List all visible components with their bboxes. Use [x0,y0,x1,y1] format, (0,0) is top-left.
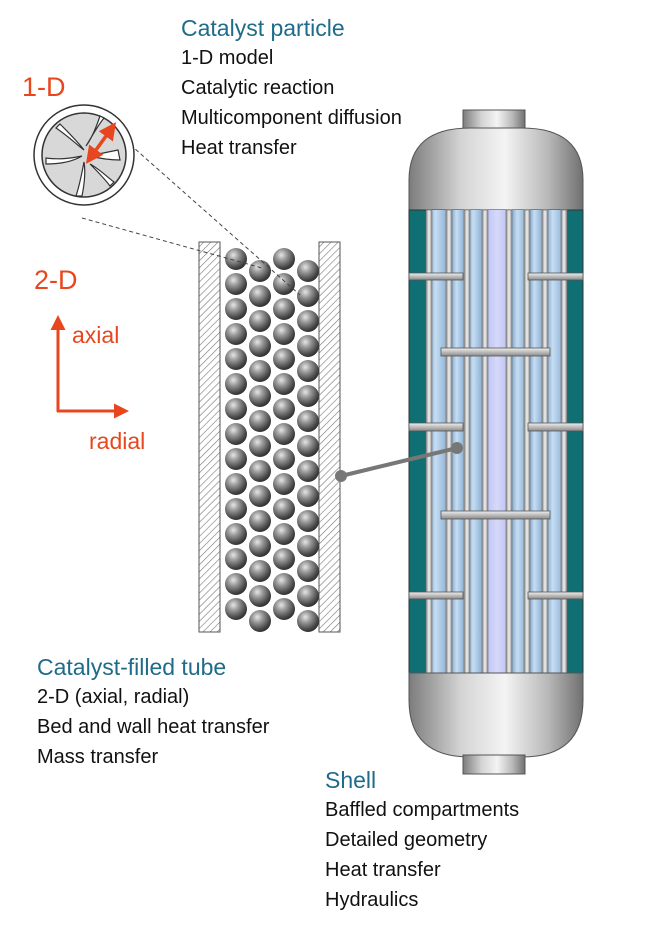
label-radial: radial [89,428,145,455]
catalyst-particle-block: Catalyst particle 1-D model Catalytic re… [181,13,402,163]
catalyst-pellet [249,385,271,407]
catalyst-pellet [225,523,247,545]
catalyst-particle-illustration [34,105,134,205]
catalyst-pellet [273,423,295,445]
catalyst-pellet [249,310,271,332]
catalyst-pellet [297,610,319,632]
catalyst-pellet [297,285,319,307]
catalyst-pellet [225,498,247,520]
catalyst-pellet [273,573,295,595]
list-item: Catalytic reaction [181,73,402,103]
catalyst-pellet [249,360,271,382]
catalyst-pellet [225,548,247,570]
catalyst-tube-title: Catalyst-filled tube [37,652,269,682]
catalyst-pellet [249,435,271,457]
list-item: Multicomponent diffusion [181,103,402,133]
catalyst-pellet [249,510,271,532]
catalyst-pellet [273,348,295,370]
catalyst-pellet [273,498,295,520]
catalyst-pellet [273,523,295,545]
catalyst-pellet [297,435,319,457]
catalyst-pellet [297,460,319,482]
catalyst-pellet [297,585,319,607]
catalyst-pellet [273,298,295,320]
catalyst-pellet [249,585,271,607]
top-dome [409,128,583,212]
catalyst-pellet [297,385,319,407]
catalyst-pellet [297,510,319,532]
catalyst-pellet [273,248,295,270]
catalyst-pellet [249,260,271,282]
catalyst-pellet [225,423,247,445]
catalyst-particle-title: Catalyst particle [181,13,402,43]
catalyst-pellet [297,410,319,432]
bottom-dome [409,673,583,757]
list-item: Heat transfer [181,133,402,163]
catalyst-pellet [225,473,247,495]
list-item: Hydraulics [325,885,519,915]
catalyst-pellet [225,573,247,595]
catalyst-pellet [273,598,295,620]
catalyst-pellet [225,448,247,470]
catalyst-tube [199,242,340,632]
catalyst-pellet [249,335,271,357]
shell-vessel [409,110,583,774]
list-item: Detailed geometry [325,825,519,855]
catalyst-pellet [297,310,319,332]
catalyst-bed [225,248,319,632]
catalyst-pellet [297,560,319,582]
list-item: Mass transfer [37,742,269,772]
tube-wall-right [319,242,340,632]
catalyst-pellet [273,448,295,470]
tube-wall-left [199,242,220,632]
catalyst-pellet [249,410,271,432]
catalyst-pellet [225,298,247,320]
catalyst-pellet [249,610,271,632]
list-item: 2-D (axial, radial) [37,682,269,712]
shell-title: Shell [325,765,519,795]
list-item: Bed and wall heat transfer [37,712,269,742]
list-item: 1-D model [181,43,402,73]
catalyst-pellet [225,323,247,345]
catalyst-pellet [225,373,247,395]
catalyst-pellet [273,323,295,345]
label-axial: axial [72,322,119,349]
label-2d: 2-D [34,265,78,296]
catalyst-pellet [273,273,295,295]
catalyst-tube-block: Catalyst-filled tube 2-D (axial, radial)… [37,652,269,772]
catalyst-pellet [273,398,295,420]
catalyst-pellet [273,548,295,570]
catalyst-pellet [249,560,271,582]
catalyst-pellet [225,248,247,270]
catalyst-pellet [249,485,271,507]
label-1d: 1-D [22,72,66,103]
catalyst-pellet [249,285,271,307]
catalyst-pellet [297,335,319,357]
catalyst-pellet [273,373,295,395]
catalyst-pellet [225,273,247,295]
catalyst-pellet [225,348,247,370]
catalyst-pellet [297,485,319,507]
catalyst-pellet [225,598,247,620]
catalyst-pellet [249,535,271,557]
list-item: Baffled compartments [325,795,519,825]
catalyst-pellet [273,473,295,495]
catalyst-pellet [225,398,247,420]
shell-block: Shell Baffled compartments Detailed geom… [325,765,519,915]
catalyst-pellet [297,535,319,557]
list-item: Heat transfer [325,855,519,885]
catalyst-pellet [297,260,319,282]
catalyst-pellet [297,360,319,382]
catalyst-pellet [249,460,271,482]
